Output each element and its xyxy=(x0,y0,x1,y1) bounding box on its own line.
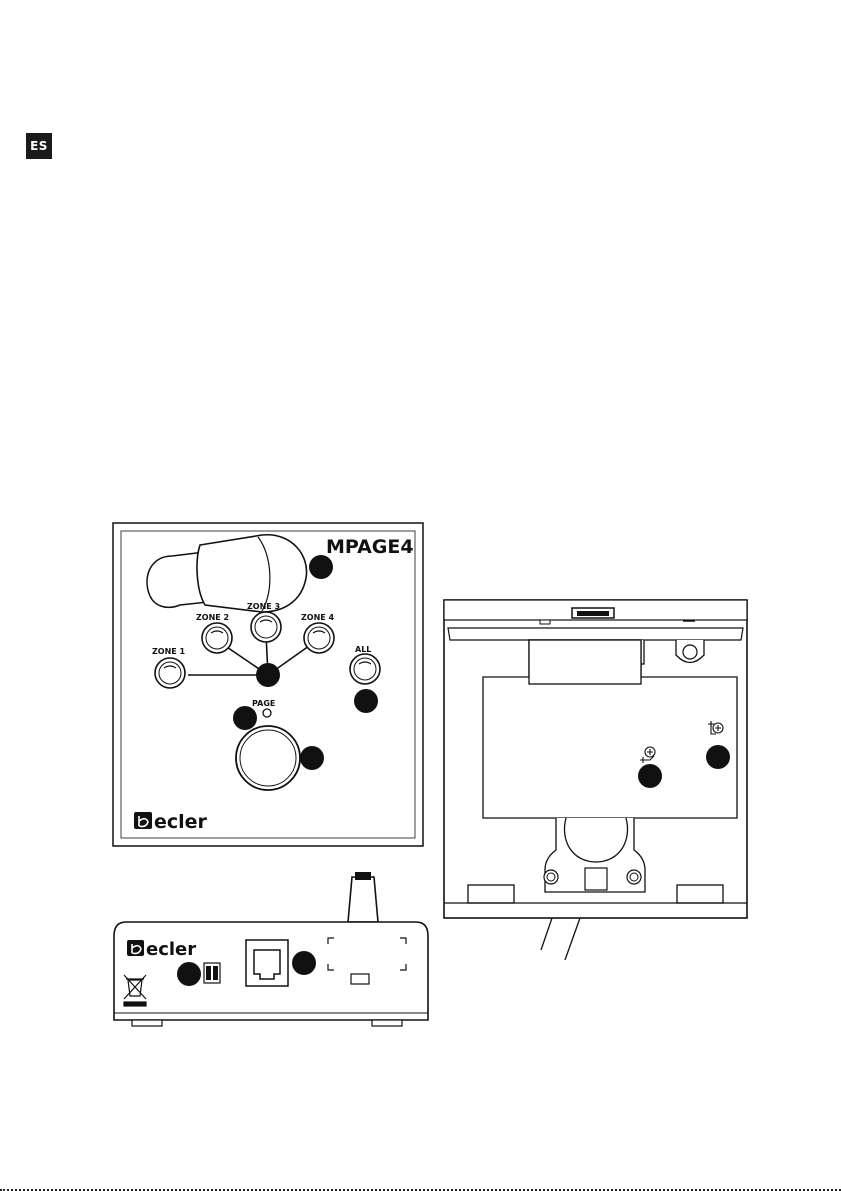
callout-marker-icon xyxy=(706,745,730,769)
page-led-icon xyxy=(263,709,271,717)
zone-3-button[interactable] xyxy=(251,612,281,642)
callout-marker-icon xyxy=(309,555,333,579)
callout-marker-icon xyxy=(292,951,316,975)
bracket-latch xyxy=(572,608,614,618)
callout-marker-icon xyxy=(256,663,280,687)
cable-grommet-icon xyxy=(676,640,704,663)
zone-2-button[interactable] xyxy=(202,623,232,653)
zone-2-label: ZONE 2 xyxy=(196,613,229,622)
callout-marker-icon xyxy=(177,962,201,986)
model-title: MPAGE4 xyxy=(326,536,414,558)
callout-marker-icon xyxy=(233,706,257,730)
rj45-port[interactable] xyxy=(246,940,288,986)
all-button[interactable] xyxy=(350,654,380,684)
zone-4-label: ZONE 4 xyxy=(301,613,335,622)
callout-marker-icon xyxy=(638,764,662,788)
all-label: ALL xyxy=(355,645,371,654)
front-panel: MPAGE4 xyxy=(113,523,423,846)
zone-4-button[interactable] xyxy=(304,623,334,653)
rear-panel: ecler xyxy=(114,872,428,1026)
zone-3-label: ZONE 3 xyxy=(247,602,280,611)
cable xyxy=(541,918,580,960)
page-talk-button[interactable] xyxy=(236,726,300,790)
rear-brand-logo-text: ecler xyxy=(146,939,196,960)
callout-marker-icon xyxy=(300,746,324,770)
rubber-foot xyxy=(677,885,723,903)
zone-1-label: ZONE 1 xyxy=(152,647,186,656)
callout-marker-icon xyxy=(354,689,378,713)
brand-logo-text: ecler xyxy=(154,811,208,833)
dip-switch[interactable] xyxy=(204,963,220,983)
microphone-mount xyxy=(544,818,645,892)
zone-1-button[interactable] xyxy=(155,658,185,688)
rubber-foot xyxy=(468,885,514,903)
page-label: PAGE xyxy=(252,699,275,708)
bottom-view xyxy=(444,600,747,960)
microphone-stem-icon xyxy=(348,872,378,922)
